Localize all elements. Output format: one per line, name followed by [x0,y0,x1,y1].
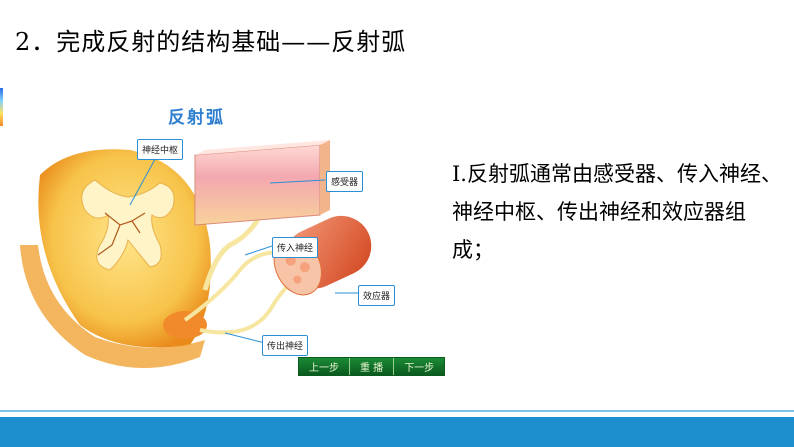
animation-controls: 上一步 重 播 下一步 [298,357,446,376]
replay-button[interactable]: 重 播 [350,358,395,375]
label-efferent-nerve: 传出神经 [262,335,309,356]
label-afferent-nerve: 传入神经 [272,237,319,258]
next-step-button[interactable]: 下一步 [394,358,445,375]
reflex-arc-figure: 反射弧 [0,95,450,385]
decorative-strip [0,88,3,126]
label-nerve-center: 神经中枢 [137,139,184,160]
figure-title: 反射弧 [168,108,225,128]
label-receptor: 感受器 [326,171,364,192]
reflex-arc-illustration [20,140,372,369]
description-text: I.反射弧通常由感受器、传入神经、神经中枢、传出神经和效应器组成； [452,162,782,262]
slide-title: 2．完成反射的结构基础——反射弧 [15,28,407,56]
footer-bar [0,417,794,447]
footer-divider [0,410,794,412]
label-effector: 效应器 [358,285,396,306]
prev-step-button[interactable]: 上一步 [299,358,350,375]
